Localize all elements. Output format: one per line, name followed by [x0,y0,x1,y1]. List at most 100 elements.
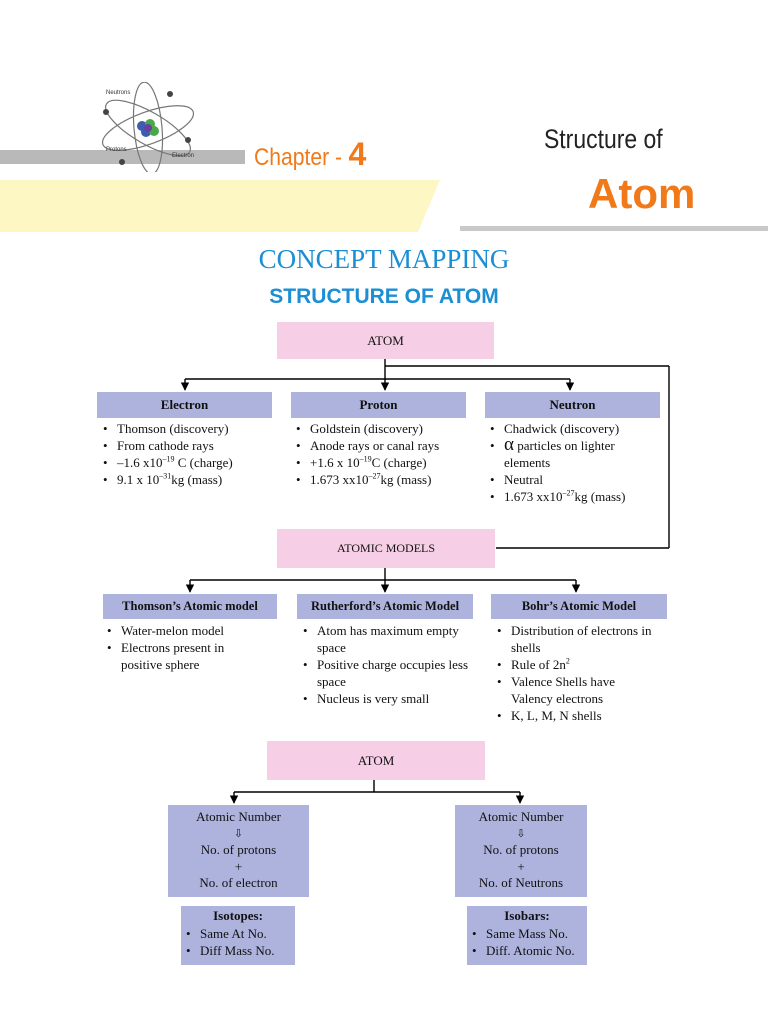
bohr-item-text: Valence Shells have Valency electrons [511,674,615,706]
list-item: Nucleus is very small [300,690,470,707]
bohr-rule: Rule of 2n [511,657,566,672]
electron-box: Electron [97,392,272,418]
isobars-box: Isobars: Same Mass No. Diff. Atomic No. [467,906,587,965]
list-item: α particles on lighter elements [487,434,662,471]
list-item: 9.1 x 10–31kg (mass) [100,471,285,488]
box-line: Atomic Number [196,809,281,824]
rutherford-model-box: Rutherford’s Atomic Model [297,594,473,619]
bohr-item-text: Distribution of electrons in shells [511,623,652,655]
list-item: Goldstein (discovery) [293,420,478,437]
plus-sign: + [234,858,243,874]
electron-mass-unit: kg (mass) [171,472,223,487]
exponent: –19 [162,454,175,464]
list-item: Chadwick (discovery) [487,420,662,437]
list-item: –1.6 x10–19 C (charge) [100,454,285,471]
list-item: Positive charge occupies less space [300,656,470,690]
concept-mapping-heading: CONCEPT MAPPING [258,244,510,274]
list-item: Same Mass No. [469,925,587,942]
bohr-item-text: K, L, M, N shells [511,708,602,723]
isobars-item: Diff. Atomic No. [486,942,575,958]
box-line: No. of Neutrons [478,875,564,890]
box-line: No. of protons [483,842,559,857]
neutron-box: Neutron [485,392,660,418]
alpha-symbol: α [504,434,514,455]
proton-charge-unit: C (charge) [371,455,427,470]
box-line: Atomic Number [478,809,564,824]
exponent: –27 [368,471,381,481]
neutron-mass: 1.673 xx10 [504,489,563,504]
neutron-mass-unit: kg (mass) [574,489,626,504]
neutron-item-text: Neutral [504,472,543,487]
plus-sign: + [517,858,525,874]
proton-mass-unit: kg (mass) [380,472,432,487]
thomson-model-box: Thomson’s Atomic model [103,594,277,619]
logo-label-neutrons: Neutrons [106,90,131,96]
title-structure-of: Structure of [544,124,663,154]
electron-list: Thomson (discovery) From cathode rays –1… [100,420,285,488]
proton-list: Goldstein (discovery) Anode rays or cana… [293,420,478,488]
neutron-item-text: Chadwick (discovery) [504,421,620,436]
thomson-item-text: Water-melon model [121,623,225,638]
isotopes-item: Diff Mass No. [200,942,275,958]
rutherford-list: Atom has maximum empty space Positive ch… [300,622,470,707]
isobars-title: Isobars: [504,908,550,923]
box-line: No. of protons [200,842,277,857]
atom-box-bottom: ATOM [267,741,485,780]
thomson-list: Water-melon model Electrons present in p… [104,622,264,673]
header-yellow-band [0,180,440,232]
title-atom: Atom [588,170,696,217]
list-item: Diff. Atomic No. [469,942,587,959]
chapter-label: Chapter - [254,144,343,171]
list-item: Anode rays or canal rays [293,437,478,454]
isotopes-title: Isotopes: [213,908,263,923]
proton-box: Proton [291,392,466,418]
proton-mass: 1.673 xx10 [310,472,369,487]
structure-of-atom-heading: STRUCTURE OF ATOM [269,285,499,308]
logo-label-protons: Protons [106,147,127,153]
proton-item-text: Anode rays or canal rays [310,438,440,453]
isobars-list: Same Mass No. Diff. Atomic No. [469,925,587,959]
exponent: –31 [159,471,172,481]
list-item: +1.6 x 10–19C (charge) [293,454,478,471]
list-item: Electrons present in positive sphere [104,639,264,673]
arrow-down-icon: ⇩ [516,827,526,840]
chapter-heading: Chapter - 4 [254,136,366,173]
chapter-number: 4 [348,136,367,172]
header-gray-rule [460,226,768,231]
electron-item-text: From cathode rays [117,438,214,453]
list-item: Distribution of electrons in shells [494,622,659,656]
list-item: From cathode rays [100,437,285,454]
list-item: Neutral [487,471,662,488]
list-item: Same At No. [183,925,295,942]
neutron-list: Chadwick (discovery) α particles on ligh… [487,420,662,505]
isotopes-item: Same At No. [200,925,267,941]
isotopes-box: Isotopes: Same At No. Diff Mass No. [181,906,295,965]
atomic-number-electron-box: Atomic Number ⇩ No. of protons + No. of … [168,805,309,897]
atom-logo-image [101,82,195,172]
list-item: 1.673 xx10–27kg (mass) [293,471,478,488]
list-item: Water-melon model [104,622,264,639]
exponent: 2 [565,656,570,666]
arrow-down-icon: ⇩ [233,827,244,840]
atomic-number-neutron-box: Atomic Number ⇩ No. of protons + No. of … [455,805,587,897]
isotopes-list: Same At No. Diff Mass No. [183,925,295,959]
list-item: Atom has maximum empty space [300,622,470,656]
list-item: Thomson (discovery) [100,420,285,437]
atom-box-top: ATOM [277,322,494,359]
exponent: –19 [359,454,372,464]
list-item: Diff Mass No. [183,942,295,959]
logo-label-electron: Electron [172,153,195,159]
list-item: 1.673 xx10–27kg (mass) [487,488,662,505]
proton-item-text: Goldstein (discovery) [310,421,424,436]
thomson-item-text: Electrons present in positive sphere [121,640,225,672]
rutherford-item-text: Atom has maximum empty space [317,623,459,655]
list-item: K, L, M, N shells [494,707,659,724]
exponent: –27 [562,488,575,498]
neutron-item-text: particles on lighter elements [504,438,615,470]
list-item: Rule of 2n2 [494,656,659,673]
electron-item-text: Thomson (discovery) [117,421,229,436]
proton-charge: +1.6 x 10 [310,455,360,470]
isobars-item: Same Mass No. [486,925,568,941]
rutherford-item-text: Positive charge occupies less space [317,657,469,689]
